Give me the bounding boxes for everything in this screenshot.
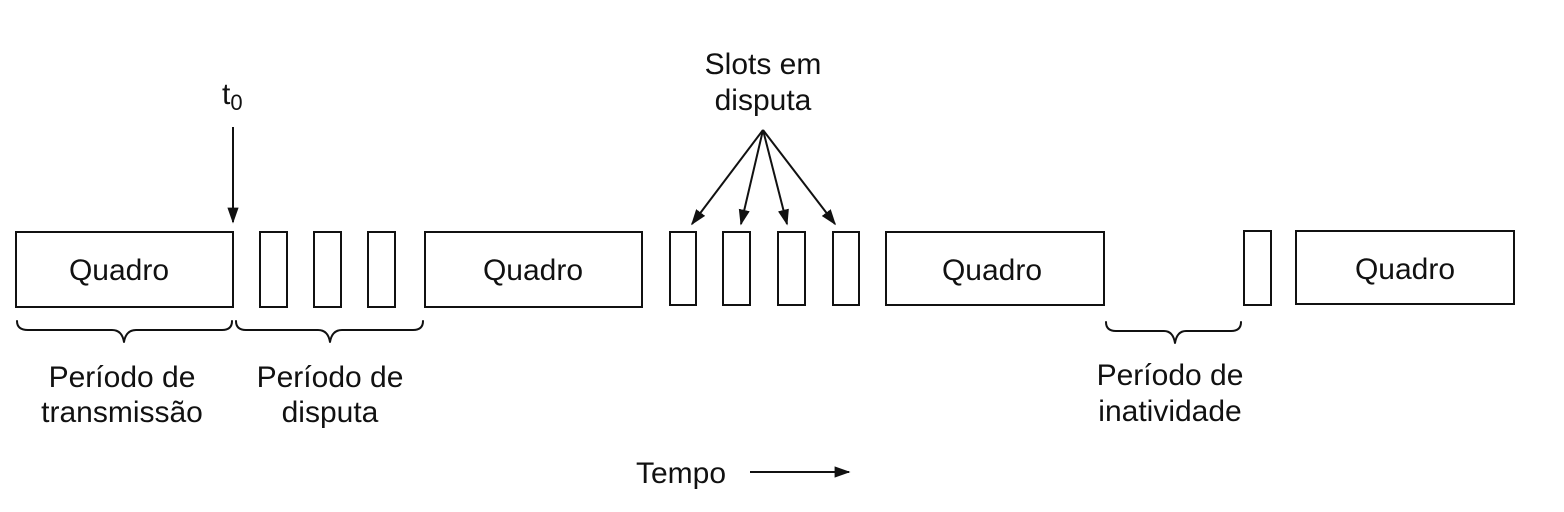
frame-1-label: Quadro [69, 254, 169, 287]
frame-4: Quadro [1295, 230, 1515, 305]
t0-marker: t0 [222, 78, 243, 224]
contention-slot [669, 231, 697, 306]
slots-label-line2: disputa [715, 84, 812, 117]
frame-1: Quadro [15, 231, 234, 308]
slot-pointer-arrow [738, 129, 764, 226]
frame-3-label: Quadro [942, 254, 1042, 287]
contention-slot [832, 231, 860, 306]
idle-period-line2: inatividade [1098, 395, 1241, 428]
idle-period-label: Período de inatividade [1097, 359, 1244, 428]
contention-slot [1243, 230, 1272, 306]
contention-period-line2: disputa [282, 396, 379, 429]
contention-slot [722, 231, 751, 306]
transmission-period-brace [16, 320, 233, 343]
frame-3: Quadro [885, 231, 1105, 306]
idle-period-line1: Período de [1097, 359, 1244, 392]
slot-pointer-arrow [762, 129, 836, 226]
contention-period-label: Período de disputa [257, 361, 404, 429]
slots-label-group: Slots em disputa [691, 48, 836, 226]
contention-period-line1: Período de [257, 361, 404, 394]
contention-period-brace [235, 320, 424, 343]
slot-pointer-arrow [762, 129, 789, 226]
slots-label-line1: Slots em [705, 48, 822, 81]
frame-2-label: Quadro [483, 254, 583, 287]
frame-2: Quadro [424, 231, 643, 308]
transmission-period-label: Período de transmissão [41, 361, 203, 429]
t0-label: t0 [222, 78, 243, 115]
transmission-period-line1: Período de [49, 361, 196, 394]
contention-slot [313, 231, 342, 308]
transmission-period-line2: transmissão [41, 396, 203, 429]
time-axis-label: Tempo [636, 457, 726, 490]
contention-slot [367, 231, 396, 308]
time-axis: Tempo [636, 457, 851, 490]
contention-slot [777, 231, 806, 306]
frame-4-label: Quadro [1355, 253, 1455, 286]
idle-period-brace [1105, 321, 1242, 344]
slot-pointer-arrow [691, 129, 764, 226]
contention-slot [259, 231, 288, 308]
